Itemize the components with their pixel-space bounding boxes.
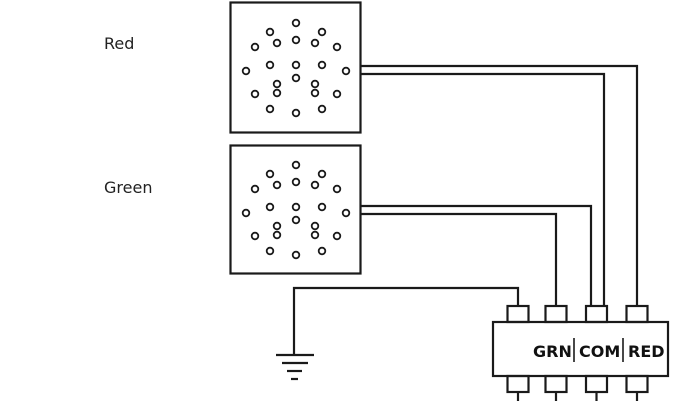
green-led-dot	[291, 202, 301, 212]
green-led-dot	[272, 221, 282, 231]
green-led-label: Green	[104, 178, 153, 197]
red-led-dot	[272, 38, 282, 48]
red-led-dot	[265, 104, 275, 114]
green-led-dot	[332, 231, 342, 241]
red-led-dot	[250, 89, 260, 99]
connector-pin-bottom	[584, 374, 609, 394]
red-led-dot	[272, 79, 282, 89]
red-led-dot	[332, 42, 342, 52]
green-led-dot	[317, 246, 327, 256]
connector-pin-bottom	[625, 374, 649, 394]
connector-pin-bottom	[506, 374, 530, 394]
green-led-dot	[291, 250, 301, 260]
green-led-dot	[265, 246, 275, 256]
ground-symbol	[276, 353, 314, 381]
red-led-dot	[291, 35, 301, 45]
green-led-dot	[272, 230, 282, 240]
red-led-dot	[265, 27, 275, 37]
red-led-dot	[317, 104, 327, 114]
connector-pin-top	[544, 304, 568, 324]
connector-pin-top	[506, 304, 530, 324]
green-led-dot	[310, 221, 320, 231]
green-led-dot	[291, 177, 301, 187]
red-led-dot	[310, 38, 320, 48]
red-led-panel	[229, 1, 362, 134]
red-led-dot	[291, 60, 301, 70]
green-led-dot	[265, 169, 275, 179]
connector-pin-top	[625, 304, 649, 324]
ground-wire	[292, 286, 520, 354]
green-led-dot	[291, 160, 301, 170]
red-led-dot	[317, 27, 327, 37]
terminal-label-grn: GRN	[533, 342, 572, 361]
connector-block	[491, 320, 670, 378]
red-led-dot	[291, 18, 301, 28]
green-led-dot	[332, 184, 342, 194]
red-led-dot	[291, 108, 301, 118]
green-led-wire-grn	[361, 212, 558, 306]
terminal-label-com: COM	[579, 342, 620, 361]
red-led-wire-red	[361, 64, 639, 306]
red-led-dot-array	[241, 18, 351, 118]
green-led-panel	[229, 144, 362, 275]
red-led-dot	[272, 88, 282, 98]
green-led-dot	[241, 208, 251, 218]
green-led-dot	[291, 215, 301, 225]
red-led-dot	[341, 66, 351, 76]
red-led-dot	[310, 88, 320, 98]
red-led-label: Red	[104, 34, 135, 53]
red-led-wire-com	[361, 72, 606, 306]
red-led-dot	[317, 60, 327, 70]
green-led-dot	[317, 169, 327, 179]
green-led-dot	[250, 184, 260, 194]
terminal-label-red: RED	[628, 342, 665, 361]
green-led-dot	[341, 208, 351, 218]
green-led-wire-com	[361, 204, 593, 306]
red-led-dot	[250, 42, 260, 52]
red-led-dot	[310, 79, 320, 89]
green-led-dot	[317, 202, 327, 212]
red-led-dot	[265, 60, 275, 70]
green-led-dot	[310, 180, 320, 190]
green-led-dot	[272, 180, 282, 190]
red-led-dot	[332, 89, 342, 99]
green-led-dot	[265, 202, 275, 212]
green-led-dot	[310, 230, 320, 240]
red-led-dot	[241, 66, 251, 76]
connector-pin-top	[584, 304, 609, 324]
red-led-dot	[291, 73, 301, 83]
connector-pin-bottom	[544, 374, 568, 394]
green-led-dot-array	[241, 160, 351, 260]
green-led-dot	[250, 231, 260, 241]
